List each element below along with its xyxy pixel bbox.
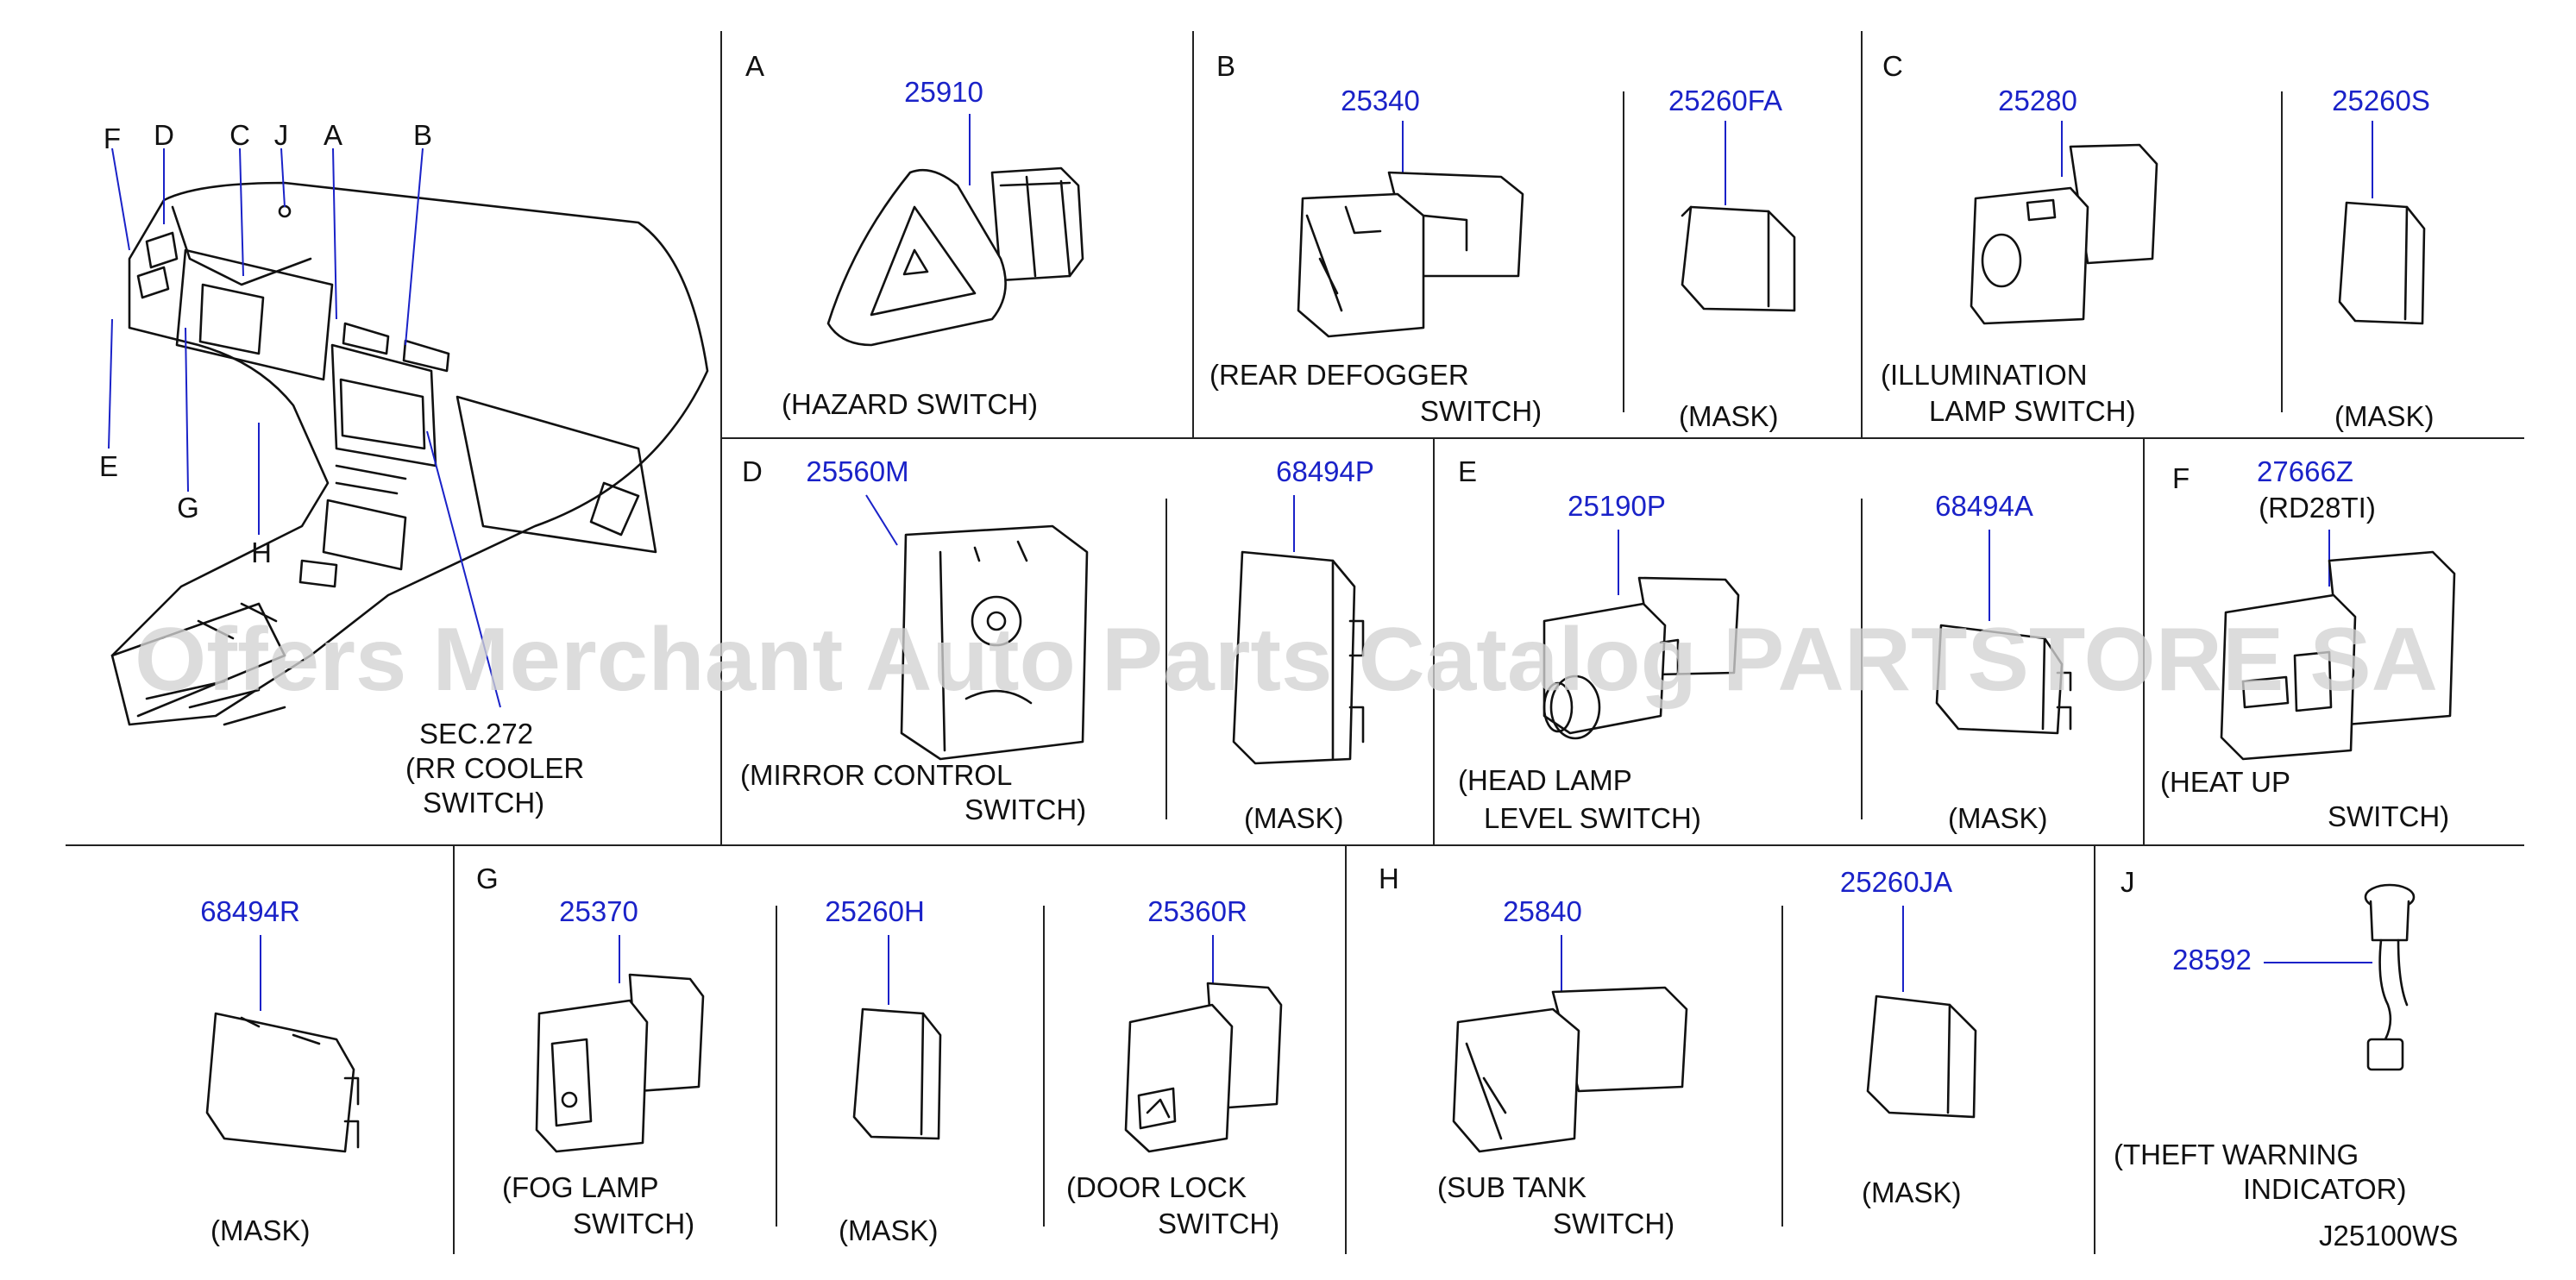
callout-J: J bbox=[274, 119, 289, 151]
panel-letter: F bbox=[2172, 462, 2190, 494]
caption-theft-warning-line1: (THEFT WARNING bbox=[2114, 1139, 2359, 1170]
mask-25260FA-drawing bbox=[1681, 205, 1796, 312]
mask-68494R-drawing bbox=[205, 1012, 360, 1153]
caption-head-lamp-line1: (HEAD LAMP bbox=[1458, 764, 1632, 796]
mask-25260S-drawing bbox=[2338, 201, 2426, 325]
panel-grid bbox=[66, 31, 2524, 1254]
part-number-25340[interactable]: 25340 bbox=[1341, 85, 1420, 116]
callout-A: A bbox=[324, 119, 342, 151]
caption-rear-defogger-line2: SWITCH) bbox=[1420, 395, 1542, 427]
caption-mask-68494P: (MASK) bbox=[1244, 802, 1344, 834]
part-number-25260S[interactable]: 25260S bbox=[2332, 85, 2430, 116]
caption-sub-tank-line2: SWITCH) bbox=[1553, 1208, 1674, 1239]
caption-theft-warning-line2: INDICATOR) bbox=[2243, 1173, 2406, 1205]
drawing-code: J25100WS bbox=[2319, 1220, 2458, 1252]
panel-C: C 25280 (ILLUMINATION LAMP SWITCH) 25260… bbox=[1881, 50, 2435, 432]
door-lock-switch-drawing bbox=[1124, 982, 1283, 1153]
caption-mask-25260FA: (MASK) bbox=[1679, 400, 1779, 432]
part-number-68494A[interactable]: 68494A bbox=[1935, 490, 2033, 522]
callout-D: D bbox=[154, 119, 174, 151]
panel-letter: J bbox=[2120, 866, 2135, 898]
hazard-switch-drawing bbox=[826, 166, 1084, 347]
head-lamp-level-switch-drawing bbox=[1542, 576, 1740, 740]
caption-fog-lamp-line2: SWITCH) bbox=[573, 1208, 694, 1239]
illumination-lamp-switch-drawing bbox=[1970, 143, 2158, 325]
overview-leader-lines bbox=[108, 147, 501, 708]
caption-fog-lamp-line1: (FOG LAMP bbox=[502, 1171, 659, 1203]
part-number-25260FA[interactable]: 25260FA bbox=[1668, 85, 1782, 116]
caption-mirror-line2: SWITCH) bbox=[964, 794, 1086, 825]
caption-heat-up-line1: (HEAT UP bbox=[2160, 766, 2290, 798]
dashboard-overview: F D C J A B E G H SEC.272 (RR COOLER SWI… bbox=[99, 119, 709, 819]
caption-door-lock-line1: (DOOR LOCK bbox=[1066, 1171, 1247, 1203]
sec-272-line1: SEC.272 bbox=[419, 718, 533, 750]
part-number-27666Z[interactable]: 27666Z bbox=[2257, 455, 2353, 487]
part-number-25280[interactable]: 25280 bbox=[1998, 85, 2077, 116]
part-number-68494P[interactable]: 68494P bbox=[1276, 455, 1374, 487]
caption-hazard-switch: (HAZARD SWITCH) bbox=[782, 388, 1038, 420]
mask-68494A-drawing bbox=[1935, 624, 2072, 735]
sub-tank-switch-drawing bbox=[1452, 986, 1688, 1153]
caption-illumination-line2: LAMP SWITCH) bbox=[1929, 395, 2136, 427]
caption-mask-25260H: (MASK) bbox=[839, 1214, 939, 1246]
part-number-25840[interactable]: 25840 bbox=[1503, 895, 1582, 927]
theft-warning-indicator-drawing bbox=[2364, 883, 2416, 1071]
rear-defogger-switch-drawing bbox=[1297, 171, 1524, 338]
mask-25260JA-drawing bbox=[1866, 995, 1977, 1119]
caption-mask-68494A: (MASK) bbox=[1948, 802, 2048, 834]
panel-letter: C bbox=[1882, 50, 1903, 82]
panel-mask-68494R: 68494R (MASK) bbox=[200, 895, 360, 1246]
panel-letter: A bbox=[745, 50, 764, 82]
part-number-25360R[interactable]: 25360R bbox=[1147, 895, 1247, 927]
callout-G: G bbox=[177, 492, 199, 524]
engine-note-RD28TI: (RD28TI) bbox=[2259, 492, 2376, 524]
caption-door-lock-line2: SWITCH) bbox=[1158, 1208, 1279, 1239]
callout-E: E bbox=[99, 450, 118, 482]
panel-F: F 27666Z (RD28TI) (HEAT UP SWITCH) bbox=[2160, 455, 2456, 832]
part-number-25370[interactable]: 25370 bbox=[559, 895, 638, 927]
panel-J: J 28592 (THEFT WARNING INDICATOR) J25100… bbox=[2114, 866, 2458, 1252]
part-number-68494R[interactable]: 68494R bbox=[200, 895, 300, 927]
panel-letter: D bbox=[742, 455, 763, 487]
callout-H: H bbox=[251, 536, 272, 568]
caption-illumination-line1: (ILLUMINATION bbox=[1881, 359, 2088, 391]
callout-F: F bbox=[104, 122, 121, 154]
caption-mask-25260S: (MASK) bbox=[2334, 400, 2435, 432]
sec-272-line2: (RR COOLER bbox=[405, 752, 584, 784]
caption-rear-defogger-line1: (REAR DEFOGGER bbox=[1209, 359, 1469, 391]
callout-C: C bbox=[229, 119, 250, 151]
caption-mask-68494R: (MASK) bbox=[210, 1214, 311, 1246]
fog-lamp-switch-drawing bbox=[535, 973, 705, 1153]
caption-sub-tank-line1: (SUB TANK bbox=[1437, 1171, 1586, 1203]
mask-68494P-drawing bbox=[1232, 550, 1365, 765]
part-number-25260H[interactable]: 25260H bbox=[825, 895, 925, 927]
panel-letter: E bbox=[1458, 455, 1477, 487]
caption-mask-25260JA: (MASK) bbox=[1862, 1176, 1962, 1208]
callout-B: B bbox=[413, 119, 432, 151]
panel-A: A 25910 (HAZARD SWITCH) bbox=[745, 50, 1084, 420]
panel-letter: B bbox=[1216, 50, 1235, 82]
panel-B: B 25340 (REAR DEFOGGER SWITCH) 25260FA (… bbox=[1209, 50, 1796, 432]
watermark-text: Offers Merchant Auto Parts Catalog PARTS… bbox=[135, 610, 2438, 710]
caption-mirror-line1: (MIRROR CONTROL bbox=[740, 759, 1012, 791]
part-number-25560M[interactable]: 25560M bbox=[806, 455, 908, 487]
panel-letter: G bbox=[476, 863, 499, 894]
mask-25260H-drawing bbox=[852, 1007, 942, 1140]
mirror-control-switch-drawing bbox=[900, 524, 1089, 761]
part-number-28592[interactable]: 28592 bbox=[2172, 944, 2252, 976]
panel-G: G 25370 (FOG LAMP SWITCH) 25260H (MASK) … bbox=[476, 863, 1283, 1246]
caption-heat-up-line2: SWITCH) bbox=[2328, 800, 2449, 832]
part-number-25260JA[interactable]: 25260JA bbox=[1840, 866, 1952, 898]
panel-D: D 25560M (MIRROR CONTROL SWITCH) 68494P … bbox=[740, 455, 1374, 834]
panel-H: H 25840 (SUB TANK SWITCH) 25260JA (MASK) bbox=[1379, 863, 1977, 1239]
part-number-25190P[interactable]: 25190P bbox=[1568, 490, 1666, 522]
panel-letter: H bbox=[1379, 863, 1399, 894]
heat-up-switch-drawing bbox=[2220, 550, 2456, 761]
caption-head-lamp-line2: LEVEL SWITCH) bbox=[1484, 802, 1701, 834]
part-number-25910[interactable]: 25910 bbox=[904, 76, 983, 108]
sec-272-line3: SWITCH) bbox=[423, 787, 544, 819]
panel-E: E 25190P (HEAD LAMP LEVEL SWITCH) 68494A… bbox=[1458, 455, 2072, 834]
